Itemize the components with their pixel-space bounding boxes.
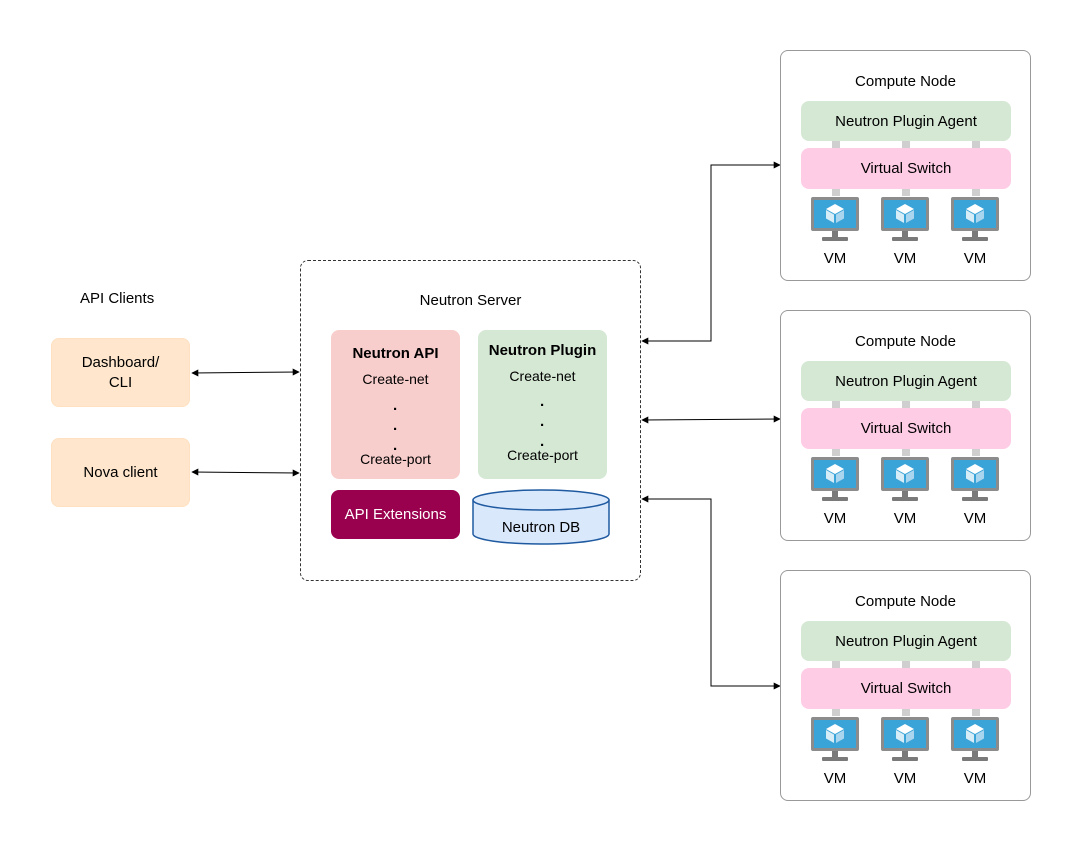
neutron-plugin-agent: Neutron Plugin Agent <box>801 101 1011 141</box>
virtual-switch-label: Virtual Switch <box>860 420 952 437</box>
neutron-plugin-agent-label: Neutron Plugin Agent <box>835 632 977 650</box>
virtual-switch-label: Virtual Switch <box>860 680 952 697</box>
compute-node-title: Compute Node <box>855 332 956 350</box>
agent-switch-connector <box>972 401 980 409</box>
neutron-plugin-create-port: Create-port <box>507 447 578 463</box>
neutron-api-create-port: Create-port <box>360 451 431 467</box>
neutron-api-create-net: Create-net <box>362 371 429 387</box>
neutron-plugin-box: Neutron Plugin Create-net · · · Create-p… <box>478 330 607 479</box>
switch-vm-connector <box>902 708 910 716</box>
neutron-db-label: Neutron DB <box>501 518 581 536</box>
vm-monitor-icon <box>810 456 860 509</box>
virtual-switch-label: Virtual Switch <box>860 160 952 177</box>
compute-node-3: Compute Node Neutron Plugin Agent Virtua… <box>780 570 1031 801</box>
vm-label: VM <box>963 249 987 267</box>
vm-monitor-icon <box>950 196 1000 249</box>
switch-vm-connector <box>832 708 840 716</box>
compute-node-title: Compute Node <box>855 592 956 610</box>
vm-monitor-icon <box>880 196 930 249</box>
agent-switch-connector <box>902 401 910 409</box>
arrow-dashboard-server <box>191 368 300 377</box>
neutron-api-box: Neutron API Create-net · · · Create-port <box>331 330 460 479</box>
switch-vm-connector <box>972 708 980 716</box>
vm-label: VM <box>893 509 917 527</box>
agent-switch-connector <box>972 141 980 149</box>
client-dashboard-cli: Dashboard/ CLI <box>51 338 190 407</box>
client-nova: Nova client <box>51 438 190 507</box>
neutron-plugin-ellipsis-2: · <box>540 417 545 434</box>
vm-monitor-icon <box>880 716 930 769</box>
switch-vm-connector <box>902 448 910 456</box>
compute-node-1: Compute Node Neutron Plugin Agent Virtua… <box>780 50 1031 281</box>
neutron-plugin-ellipsis-1: · <box>540 397 545 414</box>
vm-label: VM <box>963 769 987 787</box>
switch-vm-connector <box>902 188 910 196</box>
neutron-api-ellipsis-2: · <box>393 421 398 438</box>
neutron-plugin-create-net: Create-net <box>509 368 576 384</box>
api-extensions-box: API Extensions <box>331 490 460 539</box>
vm-monitor-icon <box>950 456 1000 509</box>
vm-label: VM <box>823 769 847 787</box>
virtual-switch: Virtual Switch <box>801 408 1011 449</box>
neutron-api-ellipsis-1: · <box>393 401 398 418</box>
arrow-server-node1 <box>641 161 781 345</box>
neutron-plugin-title: Neutron Plugin <box>488 341 597 359</box>
neutron-plugin-ellipsis-3: · <box>540 437 545 454</box>
api-clients-title: API Clients <box>80 290 155 307</box>
neutron-plugin-agent-label: Neutron Plugin Agent <box>835 112 977 130</box>
vm-label: VM <box>893 769 917 787</box>
vm-monitor-icon <box>810 716 860 769</box>
switch-vm-connector <box>972 188 980 196</box>
vm-monitor-icon <box>950 716 1000 769</box>
agent-switch-connector <box>902 141 910 149</box>
arrow-server-node3 <box>641 495 781 690</box>
virtual-switch: Virtual Switch <box>801 148 1011 189</box>
vm-monitor-icon <box>810 196 860 249</box>
api-extensions-label: API Extensions <box>344 506 447 523</box>
arrow-server-node2 <box>641 415 781 424</box>
agent-switch-connector <box>902 661 910 669</box>
arrow-nova-server <box>191 468 300 477</box>
agent-switch-connector <box>832 401 840 409</box>
compute-node-title: Compute Node <box>855 72 956 90</box>
virtual-switch: Virtual Switch <box>801 668 1011 709</box>
neutron-db-cylinder <box>472 489 610 545</box>
vm-monitor-icon <box>880 456 930 509</box>
neutron-plugin-agent: Neutron Plugin Agent <box>801 361 1011 401</box>
switch-vm-connector <box>832 448 840 456</box>
client-nova-label: Nova client <box>83 463 158 481</box>
vm-label: VM <box>963 509 987 527</box>
vm-label: VM <box>893 249 917 267</box>
vm-label: VM <box>823 509 847 527</box>
switch-vm-connector <box>972 448 980 456</box>
neutron-api-ellipsis-3: · <box>393 441 398 458</box>
neutron-plugin-agent-label: Neutron Plugin Agent <box>835 372 977 390</box>
agent-switch-connector <box>832 661 840 669</box>
compute-node-2: Compute Node Neutron Plugin Agent Virtua… <box>780 310 1031 541</box>
neutron-server <box>300 260 641 581</box>
agent-switch-connector <box>832 141 840 149</box>
agent-switch-connector <box>972 661 980 669</box>
neutron-api-title: Neutron API <box>352 344 439 362</box>
switch-vm-connector <box>832 188 840 196</box>
neutron-plugin-agent: Neutron Plugin Agent <box>801 621 1011 661</box>
neutron-server-title: Neutron Server <box>419 291 522 309</box>
vm-label: VM <box>823 249 847 267</box>
client-dashboard-cli-label: Dashboard/ CLI <box>81 353 160 391</box>
